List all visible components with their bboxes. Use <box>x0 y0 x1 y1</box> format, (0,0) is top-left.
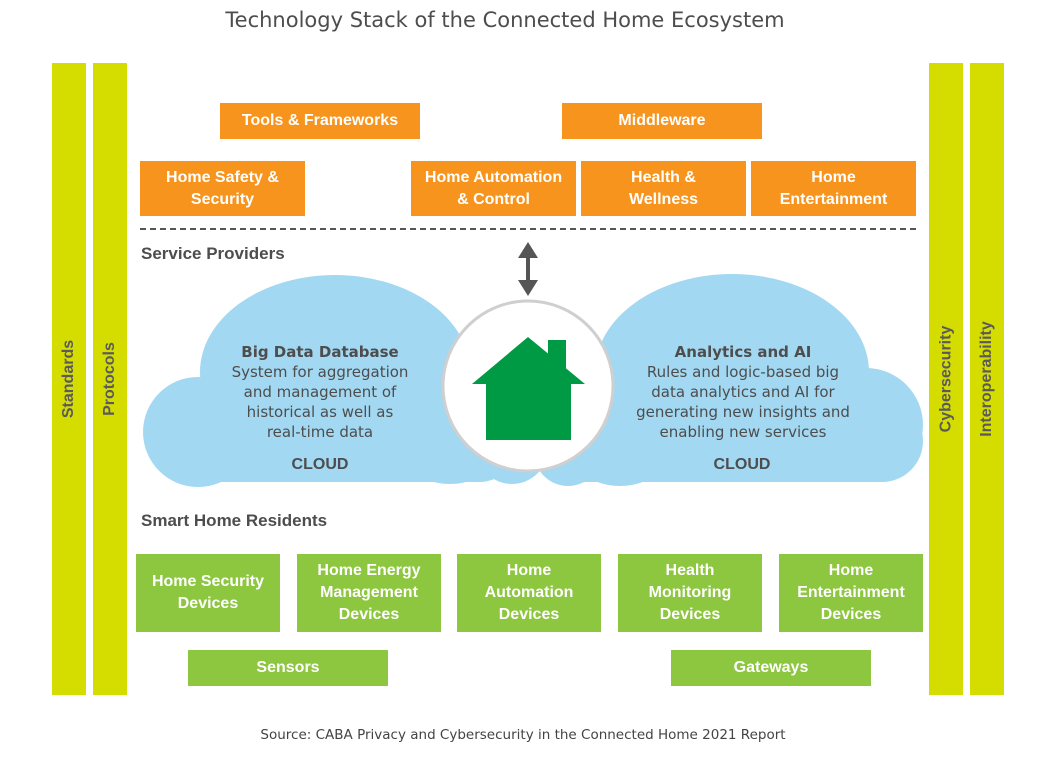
sensors-box: Sensors <box>188 650 388 686</box>
home-automation-devices-label: Home Automation Devices <box>484 562 574 623</box>
left-cloud-label: CLOUD <box>291 456 349 473</box>
home-entertainment-service-label: Home Entertainment <box>779 168 888 208</box>
double-arrow-icon <box>518 242 538 296</box>
home-security-devices-label: Home Security Devices <box>151 573 265 612</box>
health-wellness-label: Health & Wellness <box>628 168 699 208</box>
house-icon <box>472 337 585 440</box>
smart-home-residents-label: Smart Home Residents <box>141 511 328 530</box>
home-entertainment-devices-box: Home Entertainment Devices <box>779 554 923 632</box>
middleware-box: Middleware <box>562 103 762 139</box>
home-safety-security-label: Home Safety & Security <box>166 168 279 208</box>
home-automation-devices-box: Home Automation Devices <box>457 554 601 632</box>
gateways-box: Gateways <box>671 650 871 686</box>
home-automation-control-box: Home Automation & Control <box>411 161 576 216</box>
tools-frameworks-label: Tools & Frameworks <box>241 112 399 129</box>
interoperability-bar: Interoperability <box>970 63 1004 695</box>
right-cloud-text: Analytics and AI Rules and logic-based b… <box>612 342 874 442</box>
home-entertainment-service-box: Home Entertainment <box>751 161 916 216</box>
service-providers-label: Service Providers <box>141 244 285 263</box>
health-monitoring-devices-box: Health Monitoring Devices <box>618 554 762 632</box>
left-cloud-text: Big Data Database System for aggregation… <box>200 342 440 442</box>
home-energy-management-devices-box: Home Energy Management Devices <box>297 554 441 632</box>
home-automation-control-label: Home Automation & Control <box>424 168 563 208</box>
source-caption: Source: CABA Privacy and Cybersecurity i… <box>260 727 786 743</box>
middleware-label: Middleware <box>618 112 706 129</box>
gateways-label: Gateways <box>733 659 809 676</box>
home-safety-security-box: Home Safety & Security <box>140 161 305 216</box>
big-data-database-title: Big Data Database <box>241 343 399 361</box>
home-energy-management-devices-label: Home Energy Management Devices <box>317 562 421 623</box>
right-cloud-label: CLOUD <box>713 456 771 473</box>
health-wellness-box: Health & Wellness <box>581 161 746 216</box>
analytics-ai-description: Rules and logic-based big data analytics… <box>636 363 850 441</box>
health-monitoring-devices-label: Health Monitoring Devices <box>648 562 732 623</box>
tools-frameworks-box: Tools & Frameworks <box>220 103 420 139</box>
standards-bar: Standards <box>52 63 86 695</box>
service-divider <box>140 228 916 230</box>
protocols-bar: Protocols <box>93 63 127 695</box>
sensors-label: Sensors <box>256 659 320 676</box>
cybersecurity-bar: Cybersecurity <box>929 63 963 695</box>
home-security-devices-box: Home Security Devices <box>136 554 280 632</box>
big-data-database-description: System for aggregation and management of… <box>231 363 409 441</box>
home-entertainment-devices-label: Home Entertainment Devices <box>797 562 905 623</box>
diagram-title: Technology Stack of the Connected Home E… <box>225 8 785 32</box>
analytics-ai-title: Analytics and AI <box>674 343 812 361</box>
